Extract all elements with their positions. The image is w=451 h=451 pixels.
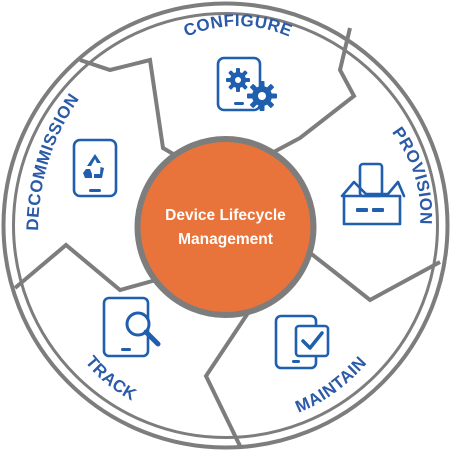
divider-configure-provision <box>269 27 357 156</box>
tablet-checkbox-icon <box>274 314 330 370</box>
divider-configure-decommission <box>79 57 182 160</box>
divider-provision-maintain <box>298 243 441 303</box>
segment-dividers <box>13 27 441 447</box>
phone-recycle-icon <box>72 138 118 198</box>
hub-title-line2: Management <box>178 231 273 248</box>
device-box-icon <box>340 162 406 226</box>
inner-ring <box>12 12 439 439</box>
tablet-magnifier-icon <box>102 296 161 358</box>
divider-track-decommission <box>13 242 157 293</box>
hub-title-line1: Device Lifecycle <box>165 207 286 224</box>
tablet-gears-icon <box>216 56 277 112</box>
hub-circle <box>134 136 317 318</box>
